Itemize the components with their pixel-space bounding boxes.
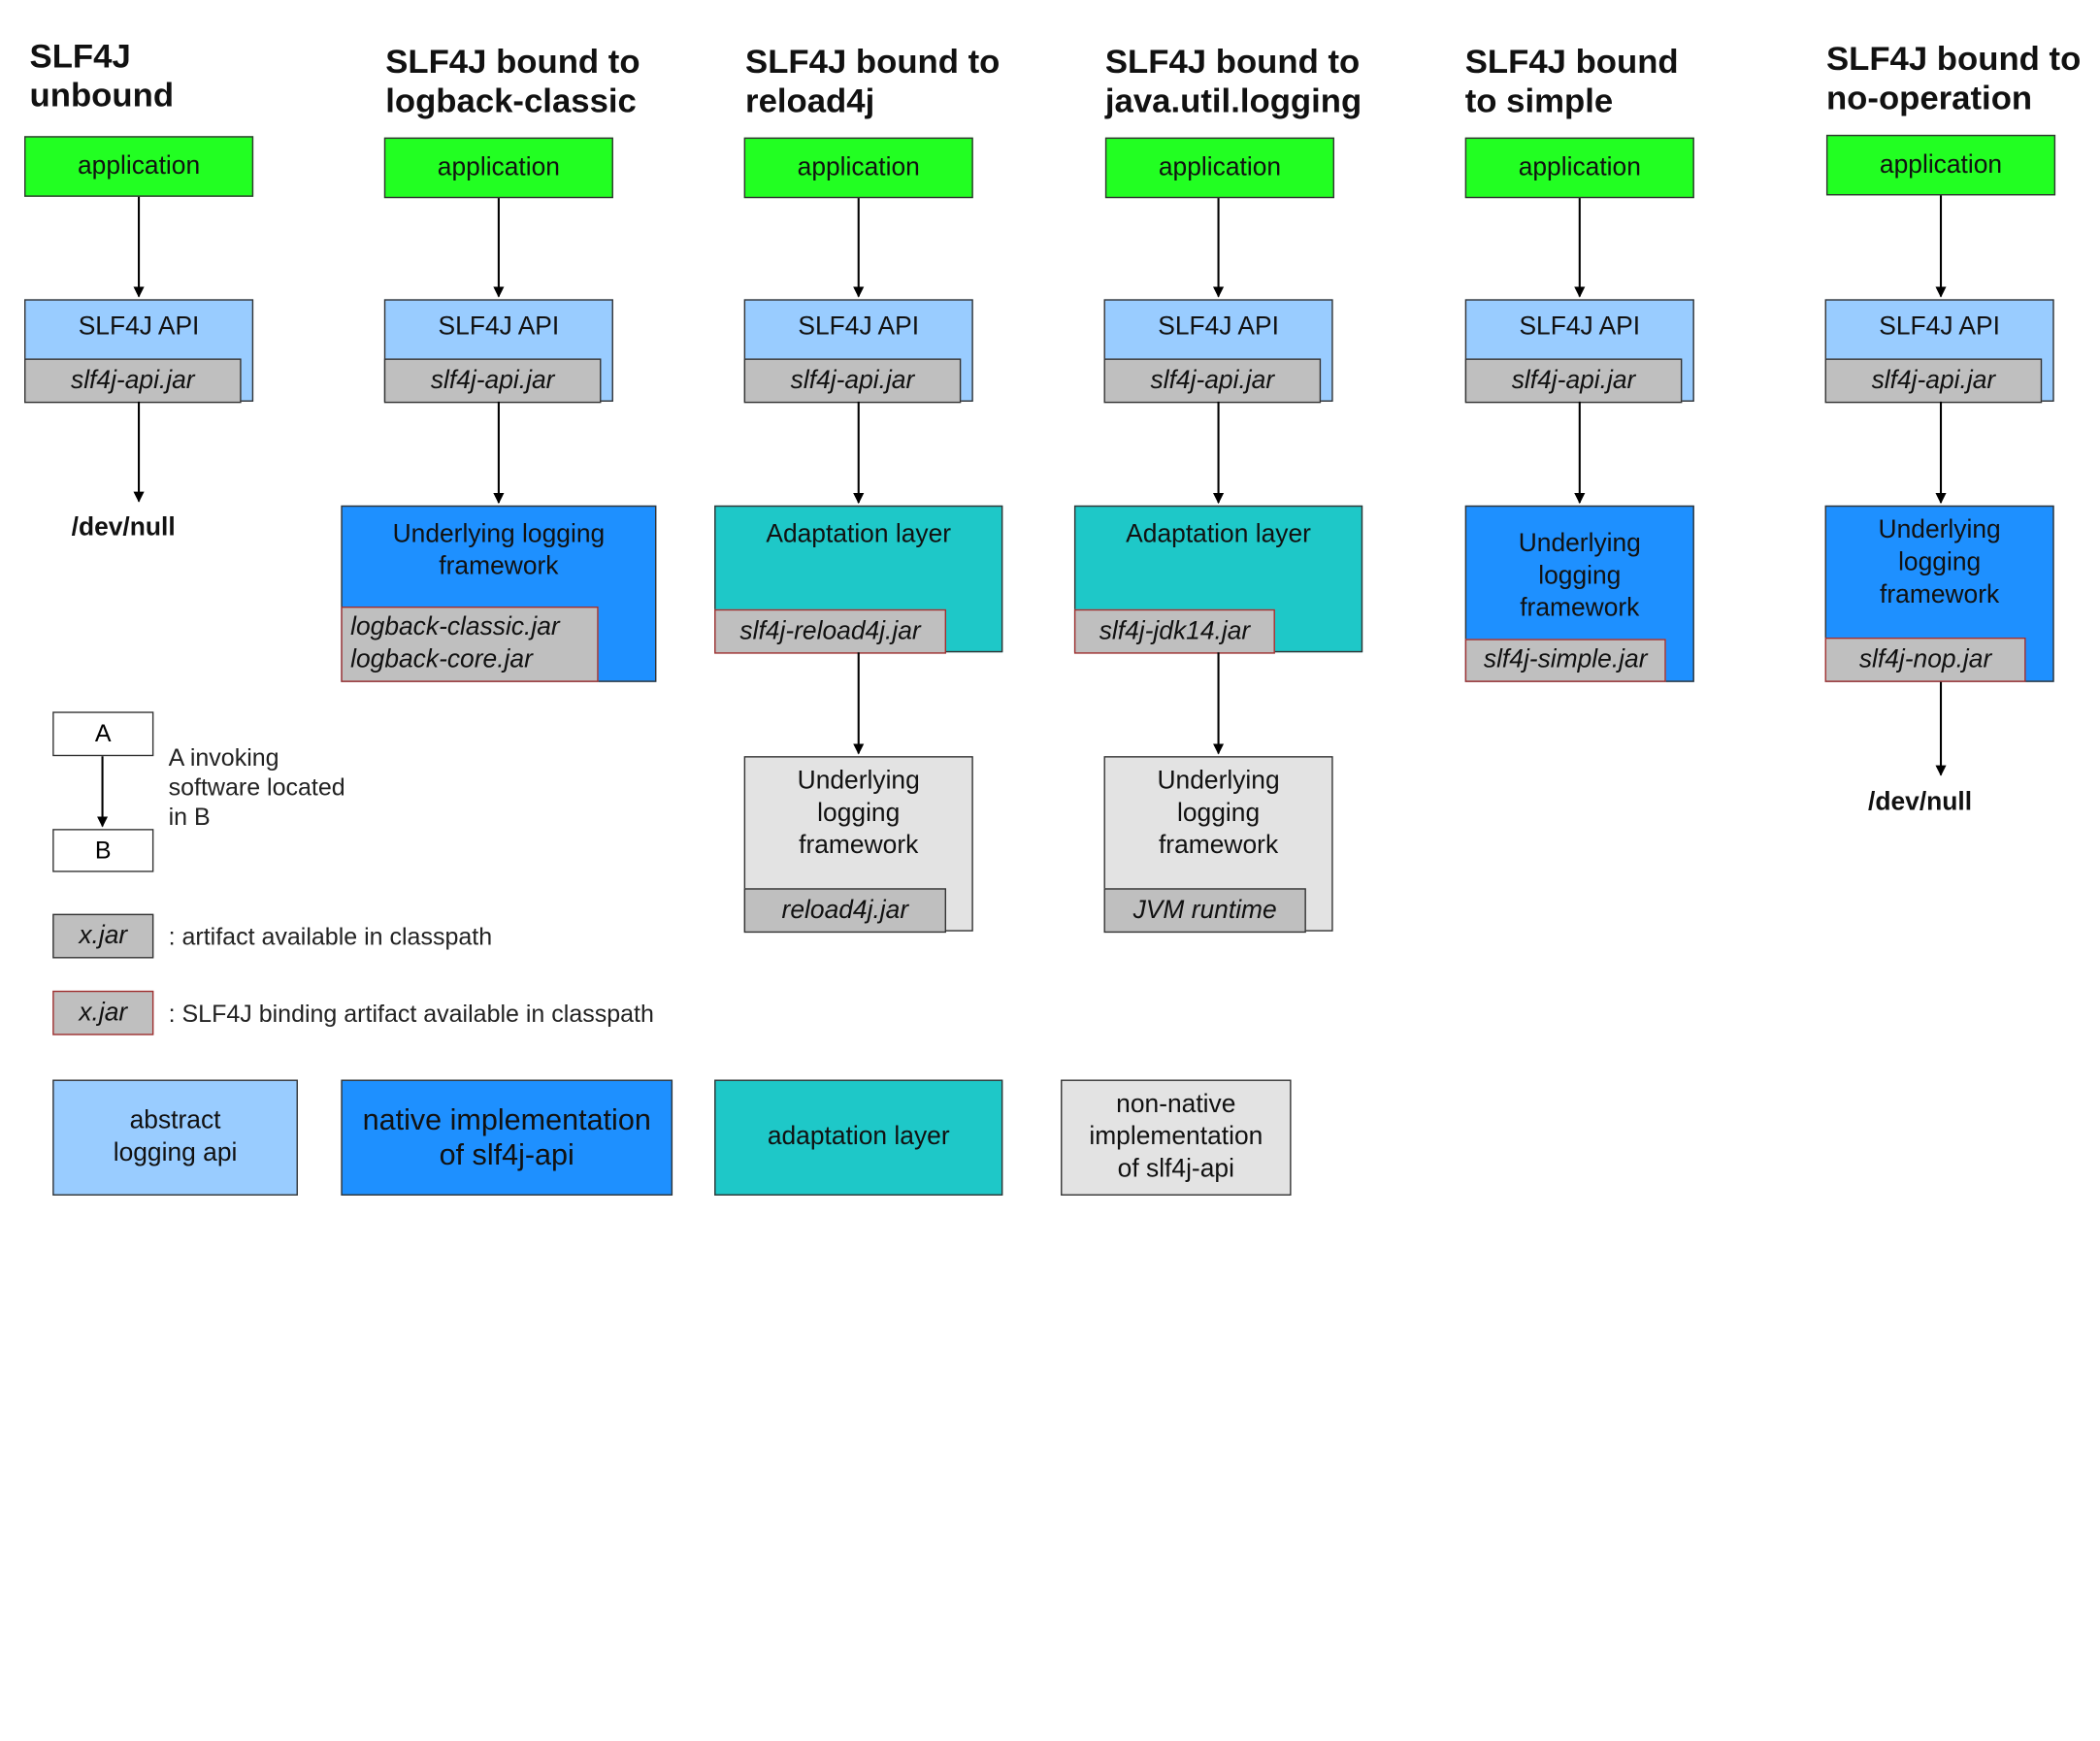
application-box-unbound: application bbox=[24, 136, 254, 197]
binding-jar-artifact: slf4j-jdk14.jar bbox=[1073, 608, 1275, 654]
legend-swatch-native-impl: native implementation of slf4j-api bbox=[341, 1079, 673, 1196]
adaptation-layer-label: Adaptation layer bbox=[766, 520, 952, 549]
jar-artifact: slf4j-api.jar bbox=[743, 358, 962, 404]
logback-framework-box: Underlying logging framework logback-cla… bbox=[341, 505, 657, 682]
slf4j-api-box-reload4j: SLF4J API slf4j-api.jar bbox=[743, 299, 973, 404]
reload4j-framework-box: Underlying logging framework reload4j.ja… bbox=[743, 756, 973, 934]
binding-jar-artifact: slf4j-simple.jar bbox=[1464, 639, 1666, 682]
legend-artifact-sample: x.jar bbox=[52, 913, 154, 959]
adaptation-layer-label: Adaptation layer bbox=[1126, 520, 1311, 549]
legend-swatch-abstract-api: abstract logging api bbox=[52, 1079, 298, 1196]
legend-node-b: B bbox=[52, 829, 154, 872]
column-title-jul: SLF4J bound to java.util.logging bbox=[1104, 43, 1362, 120]
legend-swatch-adaptation: adaptation layer bbox=[714, 1079, 1003, 1196]
framework-label: Underlying logging framework bbox=[1518, 529, 1641, 623]
framework-label: Underlying logging framework bbox=[392, 520, 606, 581]
framework-label: Underlying logging framework bbox=[797, 767, 920, 861]
slf4j-api-label: SLF4J API bbox=[78, 312, 200, 342]
binding-jar-artifact: slf4j-reload4j.jar bbox=[714, 608, 947, 654]
legend-node-a: A bbox=[52, 711, 154, 757]
column-title-logback: SLF4J bound to logback-classic bbox=[385, 43, 640, 120]
application-box-jul: application bbox=[1104, 137, 1335, 199]
application-box-nop: application bbox=[1825, 134, 2056, 196]
nop-framework-box: Underlying logging framework slf4j-nop.j… bbox=[1824, 505, 2054, 682]
legend-invoke-text: A invoking software located in B bbox=[168, 743, 345, 831]
framework-label: Underlying logging framework bbox=[1878, 515, 2001, 609]
binding-jar-artifact: slf4j-nop.jar bbox=[1824, 637, 2026, 682]
slf4j-api-box-logback: SLF4J API slf4j-api.jar bbox=[383, 299, 613, 404]
legend-swatch-non-native: non-native implementation of slf4j-api bbox=[1061, 1079, 1292, 1196]
jvm-framework-box: Underlying logging framework JVM runtime bbox=[1103, 756, 1333, 934]
slf4j-api-label: SLF4J API bbox=[1158, 312, 1279, 342]
jar-artifact: slf4j-api.jar bbox=[24, 358, 242, 404]
simple-framework-box: Underlying logging framework slf4j-simpl… bbox=[1464, 505, 1694, 682]
slf4j-api-label: SLF4J API bbox=[798, 312, 920, 342]
adaptation-layer-box-reload4j: Adaptation layer slf4j-reload4j.jar bbox=[714, 505, 1003, 654]
column-title-unbound: SLF4J unbound bbox=[29, 37, 175, 115]
application-box-simple: application bbox=[1464, 137, 1694, 199]
dev-null-nop: /dev/null bbox=[1868, 788, 1973, 817]
slf4j-api-label: SLF4J API bbox=[1879, 312, 2000, 342]
column-title-nop: SLF4J bound to no-operation bbox=[1825, 40, 2082, 117]
slf4j-api-box-unbound: SLF4J API slf4j-api.jar bbox=[24, 299, 254, 404]
slf4j-api-box-nop: SLF4J API slf4j-api.jar bbox=[1824, 299, 2054, 404]
column-title-simple: SLF4J bound to simple bbox=[1464, 43, 1679, 120]
slf4j-api-label: SLF4J API bbox=[438, 312, 560, 342]
jar-artifact: slf4j-api.jar bbox=[1464, 358, 1683, 404]
jar-artifact: reload4j.jar bbox=[743, 888, 947, 934]
invocation-arrows bbox=[97, 195, 1947, 828]
application-box-logback: application bbox=[383, 137, 613, 199]
framework-label: Underlying logging framework bbox=[1157, 767, 1280, 861]
legend-binding-sample: x.jar bbox=[52, 990, 154, 1035]
slf4j-api-box-jul: SLF4J API slf4j-api.jar bbox=[1103, 299, 1333, 404]
application-box-reload4j: application bbox=[743, 137, 973, 199]
jar-artifact: JVM runtime bbox=[1103, 888, 1306, 934]
jar-artifact: slf4j-api.jar bbox=[1103, 358, 1322, 404]
jar-artifact: slf4j-api.jar bbox=[1824, 358, 2043, 404]
dev-null-unbound: /dev/null bbox=[71, 513, 176, 542]
slf4j-api-label: SLF4J API bbox=[1519, 312, 1641, 342]
jar-artifact: slf4j-api.jar bbox=[383, 358, 602, 404]
adaptation-layer-box-jul: Adaptation layer slf4j-jdk14.jar bbox=[1073, 505, 1363, 654]
column-title-reload4j: SLF4J bound to reload4j bbox=[745, 43, 1001, 120]
legend-binding-text: : SLF4J binding artifact available in cl… bbox=[168, 1000, 654, 1028]
binding-jar-artifact: logback-classic.jar logback-core.jar bbox=[341, 607, 599, 682]
legend-artifact-text: : artifact available in classpath bbox=[168, 923, 493, 951]
slf4j-api-box-simple: SLF4J API slf4j-api.jar bbox=[1464, 299, 1694, 404]
